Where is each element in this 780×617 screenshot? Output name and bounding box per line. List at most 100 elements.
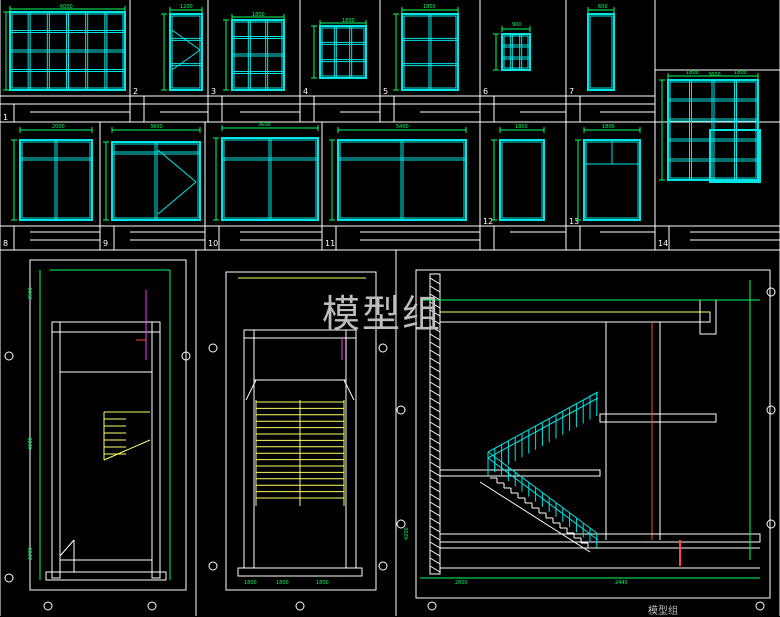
stair-soffit — [479, 481, 591, 553]
panel-number: 3 — [211, 87, 216, 96]
panel-number: 1 — [3, 113, 8, 122]
door-elevation — [221, 137, 319, 221]
dim-label: 3600 — [708, 72, 721, 78]
door-elevation — [111, 141, 201, 221]
hatch — [429, 381, 441, 389]
opening-line — [157, 149, 197, 183]
window-elevation — [401, 13, 459, 91]
hatch — [429, 469, 441, 477]
dim-label: 6000 — [60, 4, 73, 10]
dim-label: 1800 — [342, 18, 355, 24]
horizontal-dimension — [337, 127, 467, 133]
window-frame — [401, 13, 459, 91]
horizontal-dimension — [587, 7, 615, 13]
horizontal-dimension — [583, 127, 641, 133]
window-frame-inner — [321, 27, 365, 77]
window-frame-inner — [403, 15, 457, 89]
panel-number: 2 — [133, 87, 138, 96]
hatch — [429, 565, 441, 573]
vertical-dimension — [11, 139, 17, 221]
axis-marker — [43, 601, 53, 611]
window-elevation — [9, 11, 126, 91]
axis-marker — [378, 343, 388, 353]
window-frame — [169, 13, 203, 91]
stair-edge — [103, 439, 151, 461]
hatch — [429, 517, 441, 525]
window-frame — [319, 25, 367, 79]
border — [225, 271, 377, 591]
dim-label: 2000 — [455, 580, 468, 586]
floor-slab — [45, 571, 167, 581]
panel-number: 6 — [483, 87, 488, 96]
panel-number: 11 — [325, 239, 335, 248]
dim-label: 1800 — [244, 580, 257, 586]
axis-marker — [4, 351, 14, 361]
hatch — [429, 549, 441, 557]
door-frame-inner — [339, 141, 465, 219]
door-frame-inner — [223, 139, 317, 219]
landing — [599, 413, 717, 423]
window-frame-inner — [11, 13, 124, 89]
door-elevation — [19, 139, 93, 221]
dim-label: 4200 — [28, 437, 34, 450]
horizontal-dimension — [19, 127, 93, 133]
section-frames — [0, 250, 780, 616]
horizontal-dimension — [499, 127, 545, 133]
hatch — [429, 365, 441, 373]
handrail — [487, 397, 599, 459]
hatch — [429, 389, 441, 397]
dimension-lines — [3, 6, 759, 221]
hatch — [429, 445, 441, 453]
hatch — [429, 501, 441, 509]
panel-number: 8 — [3, 239, 8, 248]
door-elevation — [583, 139, 641, 221]
horizontal-dimension — [221, 125, 319, 131]
vertical-dimension — [393, 13, 399, 91]
panel-number: 13 — [569, 217, 579, 226]
hatch — [429, 325, 441, 333]
horizontal-dimension — [501, 26, 531, 32]
door-frame-inner — [501, 141, 543, 219]
axis-marker — [396, 405, 406, 415]
hatch — [429, 285, 441, 293]
handrail — [487, 451, 599, 535]
window-frame — [9, 11, 126, 91]
door-swing — [59, 539, 75, 557]
axis-marker — [766, 519, 776, 529]
door-frame — [499, 139, 545, 221]
stair-flight — [103, 411, 151, 461]
section-right — [396, 269, 776, 611]
dim-label: 2200 — [28, 547, 34, 560]
door-frame-inner — [113, 143, 199, 219]
stair-flight — [487, 391, 599, 548]
panel-number: 7 — [569, 87, 574, 96]
hatch — [429, 509, 441, 517]
window-frame — [231, 19, 285, 91]
door-frame — [221, 137, 319, 221]
axis-marker — [766, 287, 776, 297]
vertical-dimension — [3, 11, 9, 91]
slab — [51, 321, 161, 333]
hatch — [429, 301, 441, 309]
dim-label: 1800 — [734, 70, 747, 76]
ground-slab — [439, 533, 761, 543]
floor-slab — [237, 567, 363, 577]
horizontal-dimension — [9, 6, 126, 12]
dim-label: 3600 — [150, 124, 163, 130]
axis-marker — [755, 601, 765, 611]
vertical-dimension — [213, 137, 219, 221]
door-frame — [19, 139, 93, 221]
horizontal-dimension — [231, 14, 285, 20]
dim-label: 1200 — [180, 4, 193, 10]
section-dimension-labels: 3500 4200 2200 1800 1800 1800 2000 2440 … — [28, 287, 628, 586]
hatch — [429, 421, 441, 429]
horizontal-dimension — [401, 7, 459, 13]
dim-label: 1800 — [276, 580, 289, 586]
hatch — [429, 461, 441, 469]
hatch — [429, 357, 441, 365]
axis-marker — [208, 561, 218, 571]
dim-label: 1800 — [515, 124, 528, 130]
horizontal-dimension — [111, 127, 201, 133]
dim-label: 1800 — [686, 70, 699, 76]
